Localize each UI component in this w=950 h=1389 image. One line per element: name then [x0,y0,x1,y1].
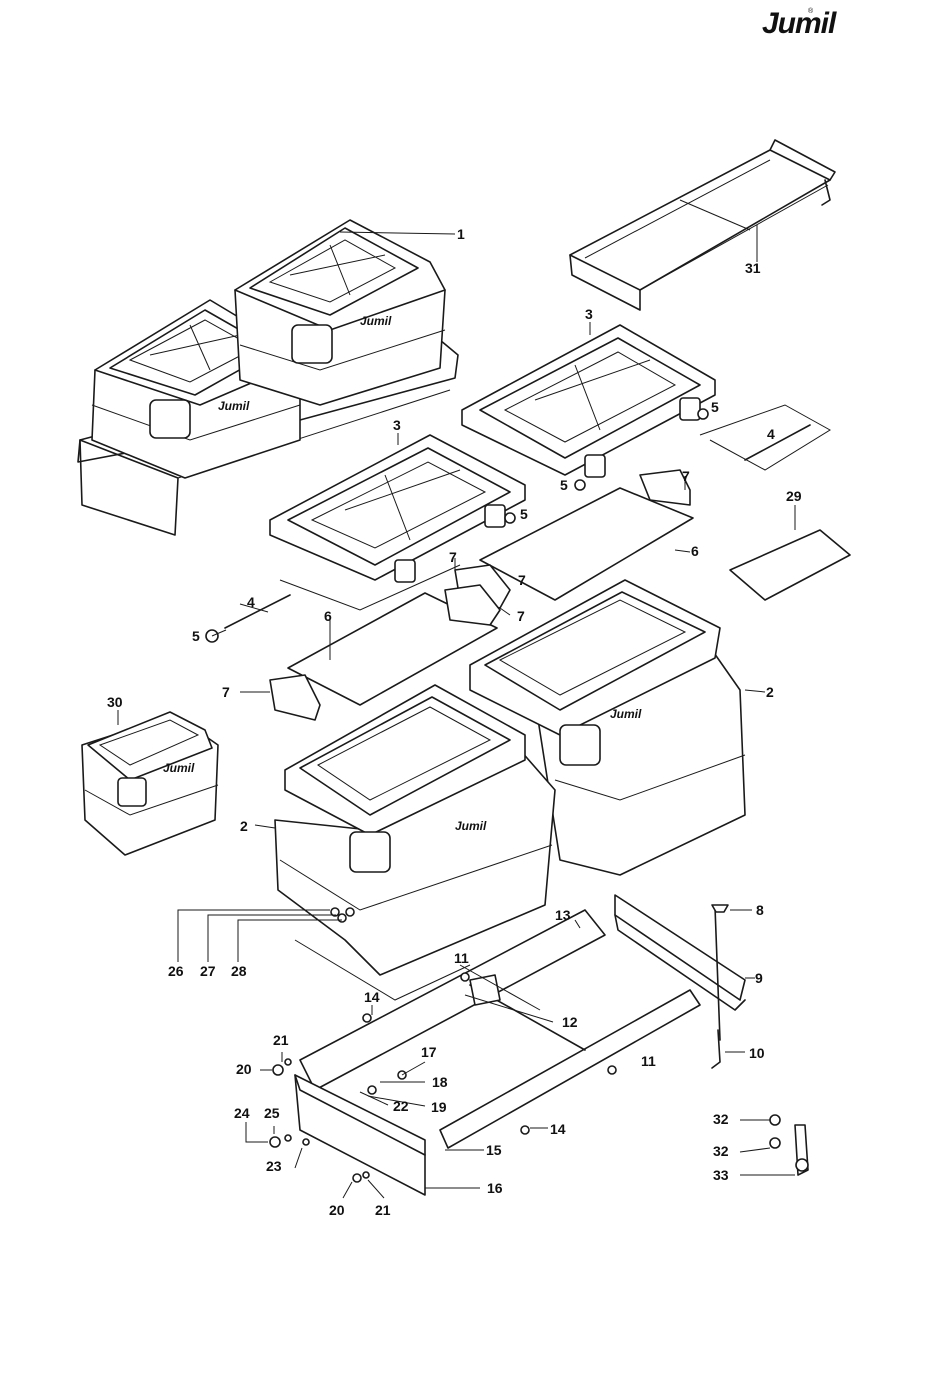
brand-name: Jumil [762,7,837,40]
small-hopper-part-30: Jumil [82,712,218,855]
svg-text:Jumil: Jumil [360,314,392,328]
callout-7-mid-2: 7 [518,572,526,588]
callout-19: 19 [431,1099,447,1115]
callout-31: 31 [745,260,761,276]
callout-11-top: 11 [454,950,469,966]
callout-17: 17 [421,1044,437,1060]
callout-24: 24 [234,1105,250,1121]
callout-6-left: 6 [324,608,332,624]
callout-12: 12 [562,1014,578,1030]
svg-text:Jumil: Jumil [163,761,195,775]
callout-13: 13 [555,907,571,923]
callout-3-right: 3 [585,306,593,322]
callout-7-mid-3: 7 [517,608,525,624]
callout-32-bottom: 32 [713,1143,729,1159]
callout-4-right: 4 [767,426,775,442]
callout-21-top: 21 [273,1032,289,1048]
callout-20-bottom: 20 [329,1202,345,1218]
callout-4-left: 4 [247,594,255,610]
callout-16: 16 [487,1180,503,1196]
callout-26: 26 [168,963,184,979]
callout-8: 8 [756,902,764,918]
support-frame-part-31 [570,140,835,310]
callout-18: 18 [432,1074,448,1090]
lid-part-3-right [462,325,715,477]
callout-10: 10 [749,1045,765,1061]
callout-9: 9 [755,970,763,986]
callout-22: 22 [393,1098,409,1114]
part-33-plate [770,1115,808,1175]
callout-20-top: 20 [236,1061,252,1077]
callout-23: 23 [266,1158,282,1174]
brand-reg-mark: ® [808,7,814,15]
callout-27: 27 [200,963,216,979]
bracket-part-9 [615,895,745,1010]
callout-29: 29 [786,488,802,504]
svg-text:Jumil: Jumil [455,819,487,833]
callout-30: 30 [107,694,123,710]
callout-5-lid: 5 [560,477,568,493]
brand-logo: Jumil ® [762,7,837,40]
callout-11-bottom: 11 [641,1053,656,1069]
callout-25: 25 [264,1105,280,1121]
lid-part-3-left [270,435,525,582]
callout-32-top: 32 [713,1111,729,1127]
callout-7-left: 7 [222,684,230,700]
rod-part-12 [470,975,585,1050]
callout-21-bottom: 21 [375,1202,391,1218]
callout-5-left-lid: 5 [520,506,528,522]
callout-2-left: 2 [240,818,248,834]
callout-5-right: 5 [711,399,719,415]
svg-text:Jumil: Jumil [610,707,642,721]
callout-7-mid: 7 [449,549,457,565]
callout-3-left: 3 [393,417,401,433]
callout-33: 33 [713,1167,729,1183]
callout-15: 15 [486,1142,502,1158]
callout-14-top: 14 [364,989,380,1005]
callout-2-right: 2 [766,684,774,700]
hook-bolt-part-10 [712,1030,720,1068]
callout-7-top: 7 [682,468,690,484]
callout-28: 28 [231,963,247,979]
callout-5-left: 5 [192,628,200,644]
callout-1: 1 [457,226,465,242]
svg-text:Jumil: Jumil [218,399,250,413]
screen-part-29 [730,530,850,600]
callout-14-bottom: 14 [550,1121,566,1137]
hopper-box-part-2-left: Jumil [275,685,555,975]
callout-6-right: 6 [691,543,699,559]
